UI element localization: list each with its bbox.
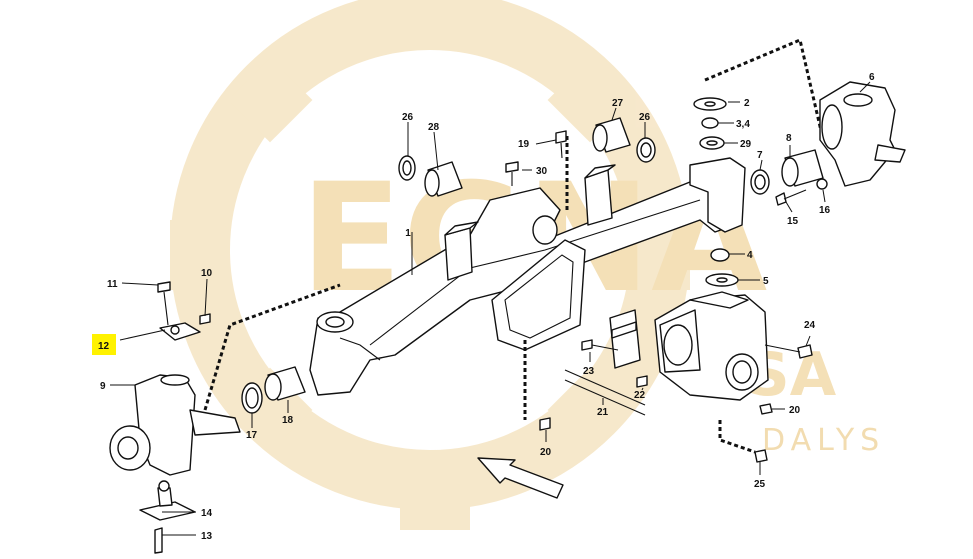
watermark-sub-brand: DALYS [762, 423, 885, 458]
bolt-23 [581, 339, 619, 351]
callout-25: 25 [754, 479, 766, 490]
callout-29: 29 [740, 139, 752, 150]
bushing-18 [264, 366, 306, 401]
callout-26-left: 26 [402, 112, 414, 123]
steering-knuckle-left [109, 322, 241, 476]
callout-3-4: 3,4 [736, 119, 750, 130]
callout-highlight [92, 334, 116, 355]
pin-25 [754, 449, 768, 463]
callout-23: 23 [583, 366, 595, 377]
bolt-30 [505, 161, 519, 186]
bushing-27 [592, 117, 631, 153]
callout-10: 10 [201, 268, 213, 279]
callout-12: 12 [98, 341, 110, 352]
callout-24: 24 [804, 320, 816, 331]
callout-16: 16 [819, 205, 831, 216]
bolt-15 [775, 189, 807, 206]
callout-15: 15 [787, 216, 799, 227]
callout-labels: 1 2 3,4 4 5 6 7 8 9 10 11 12 13 14 15 16… [92, 72, 875, 542]
washer-stack-2-3-4-29 [693, 97, 727, 150]
callout-17: 17 [246, 430, 258, 441]
callout-1: 1 [405, 228, 411, 239]
callout-2: 2 [744, 98, 750, 109]
direction-arrow-icon [477, 457, 564, 499]
callout-14: 14 [201, 508, 213, 519]
axle-beam [309, 157, 746, 396]
bushing-8 [781, 149, 824, 187]
callout-11: 11 [107, 279, 118, 290]
ring-26-right [636, 137, 656, 163]
lower-arm-14 [139, 480, 196, 554]
bushing-28 [424, 161, 463, 197]
ring-7 [750, 169, 770, 195]
callout-9: 9 [100, 381, 106, 392]
callout-6: 6 [869, 72, 875, 83]
callout-22: 22 [634, 390, 646, 401]
callout-21: 21 [597, 407, 609, 418]
bracket-21 [609, 309, 641, 369]
nut-20-right [759, 403, 773, 415]
callout-8: 8 [786, 133, 792, 144]
ring-17 [241, 382, 263, 414]
callout-26-right: 26 [639, 112, 651, 123]
callout-13: 13 [201, 531, 213, 542]
callout-20-right: 20 [789, 405, 801, 416]
bolt-19 [555, 130, 567, 159]
washer-stack-4-5 [705, 248, 739, 287]
callout-19: 19 [518, 139, 530, 150]
nut-20-bottom [539, 417, 551, 431]
callout-5: 5 [763, 276, 769, 287]
callout-18: 18 [282, 415, 294, 426]
nut-16 [816, 178, 828, 190]
callout-30: 30 [536, 166, 548, 177]
differential-housing [654, 291, 769, 401]
callout-27: 27 [612, 98, 624, 109]
leader-lines [110, 81, 871, 536]
assembly-lines [203, 37, 824, 454]
bolt-22 [636, 375, 648, 388]
steering-knuckle-right [819, 81, 906, 187]
callout-4: 4 [747, 250, 753, 261]
ring-26-left [398, 155, 416, 181]
bolts-top-left [157, 281, 211, 326]
callout-20-bottom: 20 [540, 447, 552, 458]
callout-28: 28 [428, 122, 440, 133]
callout-7: 7 [757, 150, 763, 161]
